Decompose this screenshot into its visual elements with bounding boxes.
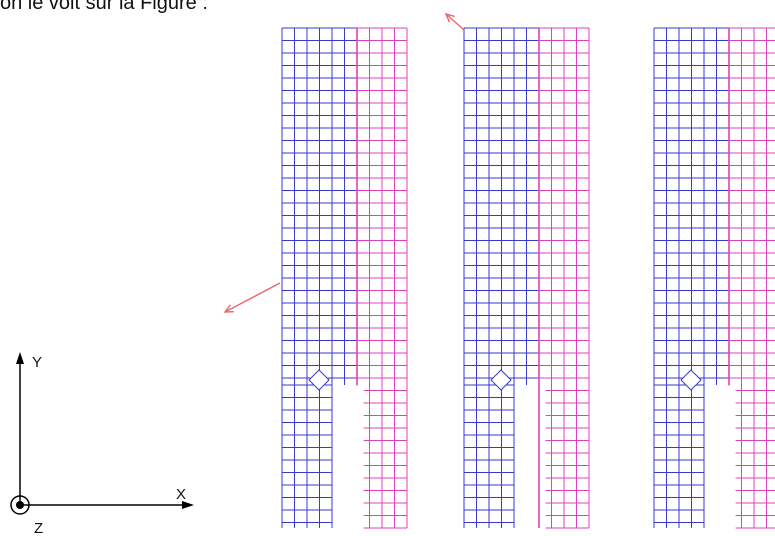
mesh-panel-1: [223, 27, 408, 529]
diamond-hole: [490, 369, 512, 391]
blue-mesh-upper: [653, 27, 730, 385]
y-axis-label: Y: [32, 354, 42, 371]
x-axis-arrowhead: [182, 501, 194, 509]
displacement-arrow: [224, 282, 281, 313]
diamond-hole: [680, 369, 702, 391]
y-axis-arrowhead: [16, 352, 24, 364]
diamond-hole: [308, 369, 330, 391]
blue-mesh-upper: [463, 27, 540, 385]
displacement-arrowhead: [444, 12, 455, 23]
coordinate-axes: Y X Z: [10, 352, 194, 536]
blue-mesh-upper: [281, 27, 358, 385]
blue-mesh-leg: [463, 384, 515, 528]
blue-mesh-leg: [653, 384, 705, 528]
caption-text: on le voit sur la Figure :: [0, 0, 208, 14]
displacement-arrow: [445, 13, 465, 31]
pink-mesh: [538, 27, 590, 529]
z-axis-dot: [16, 501, 24, 509]
mesh-panel-2: [444, 12, 590, 529]
notch-gap: [514, 385, 546, 529]
mesh-panel-3: [653, 27, 775, 529]
z-axis-circle: [10, 495, 30, 515]
notch-gap: [704, 385, 736, 529]
pink-mesh: [356, 27, 408, 529]
blue-mesh-leg: [281, 384, 333, 528]
x-axis-label: X: [176, 486, 186, 503]
notch-gap: [332, 385, 364, 529]
z-axis-label: Z: [34, 520, 43, 536]
pink-mesh: [728, 27, 775, 529]
displacement-arrowhead: [223, 304, 235, 313]
